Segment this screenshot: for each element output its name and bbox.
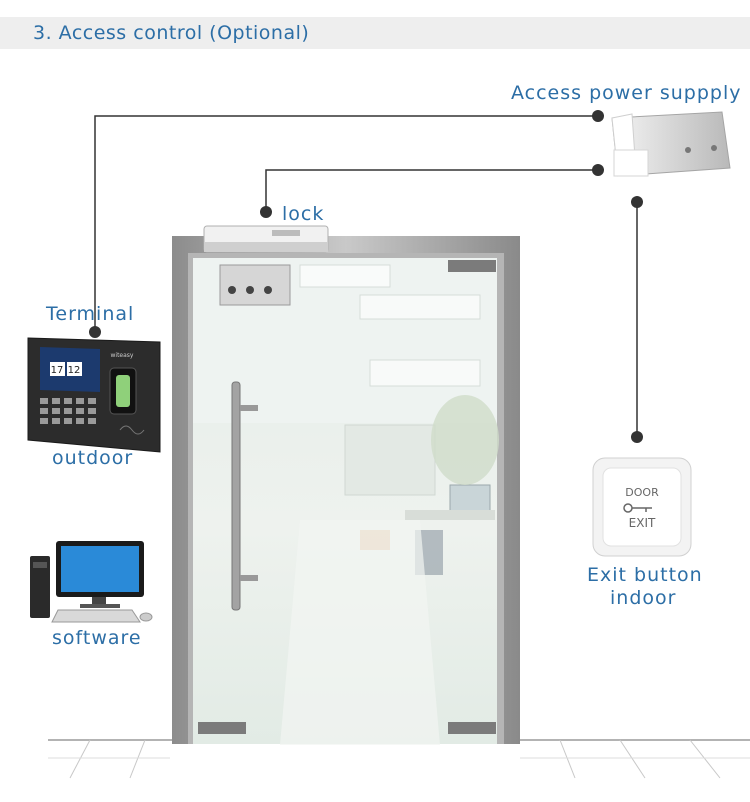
- psu-terminal-dot-2: [592, 164, 604, 176]
- floor: [48, 740, 750, 778]
- terminal-dot: [89, 326, 101, 338]
- exit-plate-top-text: DOOR: [625, 486, 659, 499]
- outdoor-label: outdoor: [52, 447, 133, 469]
- terminal-clock-left: 17: [51, 365, 64, 376]
- terminal-label: Terminal: [46, 303, 134, 325]
- glass-door: [172, 236, 520, 745]
- terminal-brand: witeasy: [111, 352, 134, 359]
- exit-button-dot: [631, 431, 643, 443]
- magnetic-lock: [204, 226, 328, 252]
- lock-terminal-dot: [260, 206, 272, 218]
- indoor-label: indoor: [610, 587, 676, 609]
- power-supply: [612, 112, 730, 176]
- computer: [30, 541, 152, 622]
- lock-label: lock: [282, 203, 324, 225]
- terminal-clock-right: 12: [68, 365, 81, 376]
- psu-terminal-dot-3: [631, 196, 643, 208]
- psu-terminal-dot-1: [592, 110, 604, 122]
- exit-button-plate: DOOR EXIT: [593, 458, 691, 556]
- fingerprint-terminal: 17 12 witeasy: [28, 338, 160, 452]
- software-label: software: [52, 627, 142, 649]
- exit-button-label: Exit button: [587, 564, 703, 586]
- exit-plate-bottom-text: EXIT: [629, 516, 656, 530]
- power-supply-label: Access power suppply: [511, 82, 742, 104]
